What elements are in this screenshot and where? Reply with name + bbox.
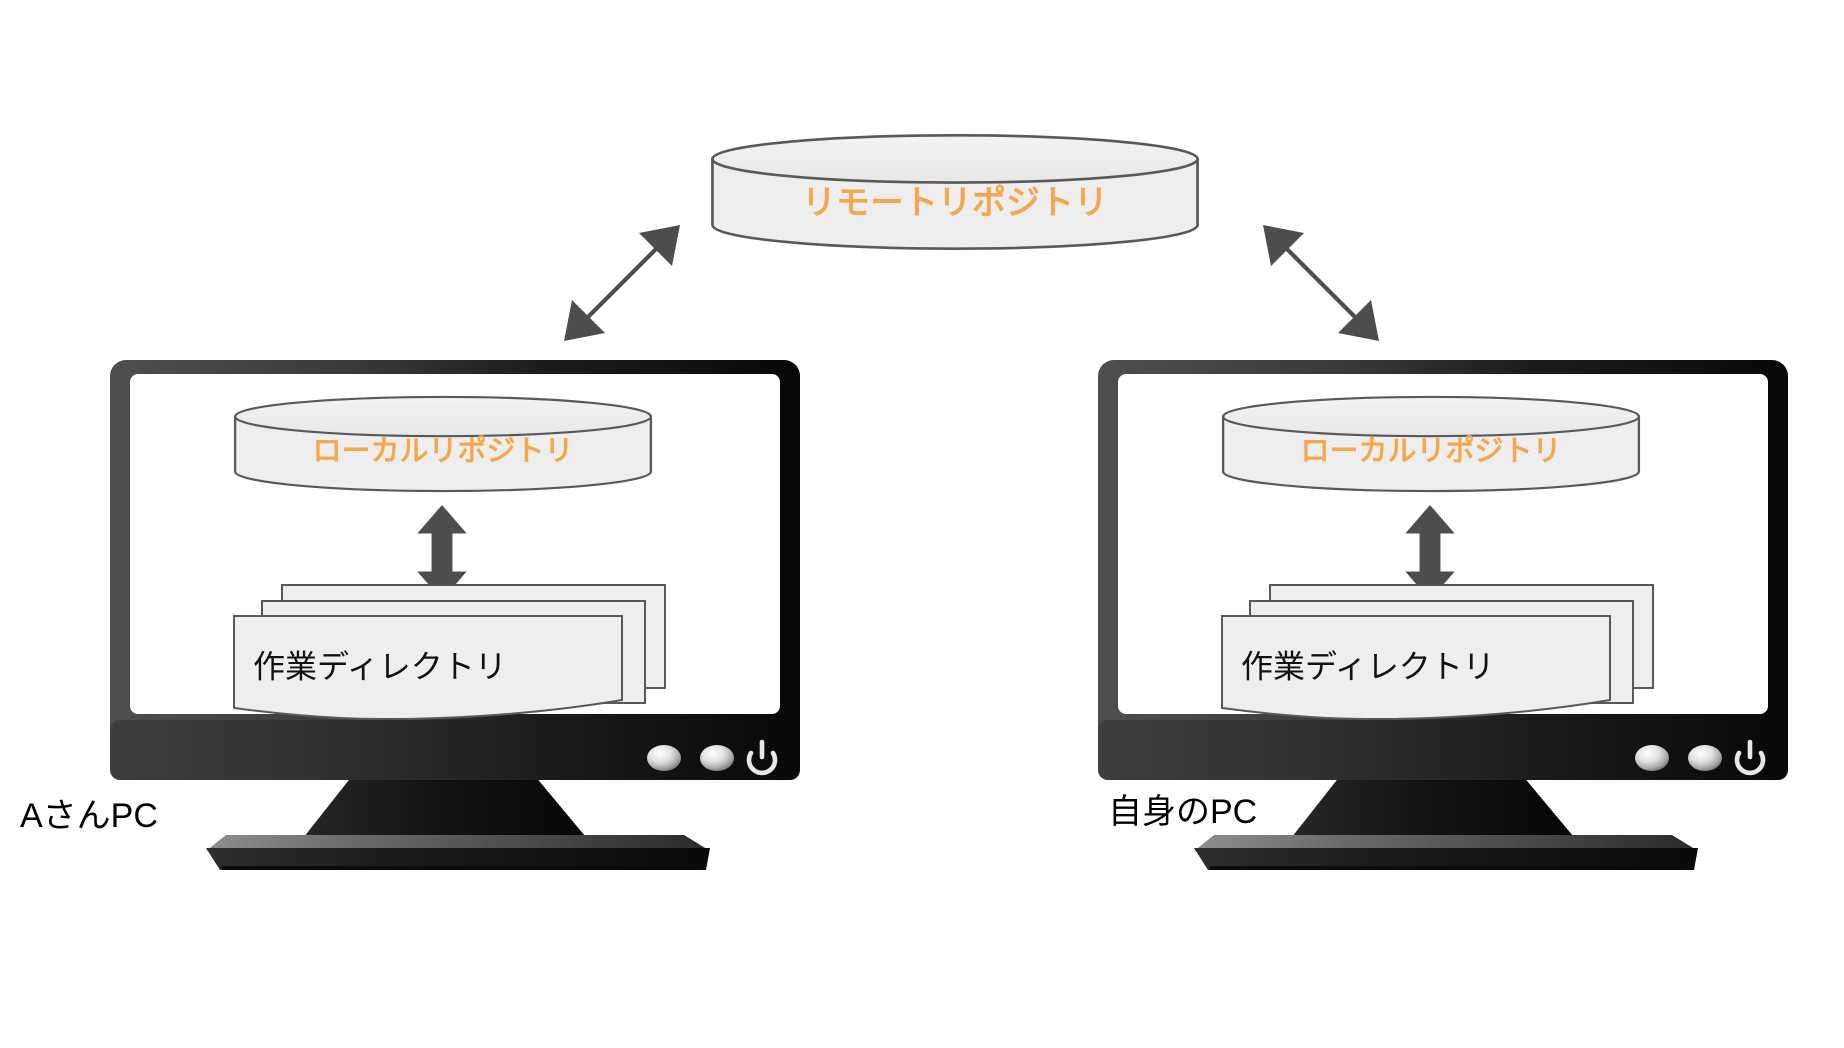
- stand-neck: [1288, 776, 1578, 842]
- working-directory-label-left: 作業ディレクトリ: [253, 648, 507, 684]
- monitor-bezel-bottom-left: [110, 720, 800, 780]
- local-repository-left: ローカルリポジトリ: [233, 395, 653, 493]
- document-sheet-front: [1221, 615, 1611, 721]
- local-repository-label-left: ローカルリポジトリ: [312, 435, 573, 468]
- computer-left: ローカルリポジトリ 作業ディレクトリ: [20, 360, 800, 870]
- pc-label-left: AさんPC: [20, 797, 158, 835]
- remote-repository: リモートリポジトリ: [711, 134, 1199, 250]
- power-icon-right[interactable]: [1734, 739, 1766, 776]
- monitor-button-icon-2-left[interactable]: [700, 745, 734, 771]
- monitor-button-icon-1-right[interactable]: [1635, 745, 1669, 771]
- stand-base: [1194, 848, 1698, 870]
- monitor-button-icon-1-left[interactable]: [647, 745, 681, 771]
- stand-base-shadow: [222, 866, 702, 870]
- working-directory-right: 作業ディレクトリ: [1221, 584, 1654, 721]
- computer-right: ローカルリポジトリ 作業ディレクトリ 自身のPC: [1098, 360, 1788, 870]
- monitor-bezel-bottom-right: [1098, 720, 1788, 780]
- stand-base-top: [1194, 835, 1698, 851]
- stand-neck: [300, 776, 590, 842]
- right-remote-sync-arrow: [1263, 225, 1379, 341]
- working-directory-left: 作業ディレクトリ: [233, 584, 666, 721]
- stand-base: [206, 848, 710, 870]
- power-icon-left[interactable]: [746, 739, 778, 776]
- local-repository-right: ローカルリポジトリ: [1221, 395, 1641, 493]
- left-remote-sync-arrow: [564, 225, 680, 341]
- monitor-button-icon-2-right[interactable]: [1688, 745, 1722, 771]
- monitor-stand-left: [206, 776, 710, 870]
- stand-base-top: [206, 835, 710, 851]
- double-headed-diagonal-arrow-icon: [1263, 225, 1379, 341]
- document-sheet-front: [233, 615, 623, 721]
- local-repository-label-right: ローカルリポジトリ: [1300, 435, 1561, 468]
- pc-label-right: 自身のPC: [1108, 793, 1257, 831]
- monitor-stand-right: [1194, 776, 1698, 870]
- remote-repository-label: リモートリポジトリ: [802, 183, 1108, 222]
- working-directory-label-right: 作業ディレクトリ: [1241, 648, 1495, 684]
- stand-base-shadow: [1210, 866, 1690, 870]
- double-headed-diagonal-arrow-icon: [564, 225, 680, 341]
